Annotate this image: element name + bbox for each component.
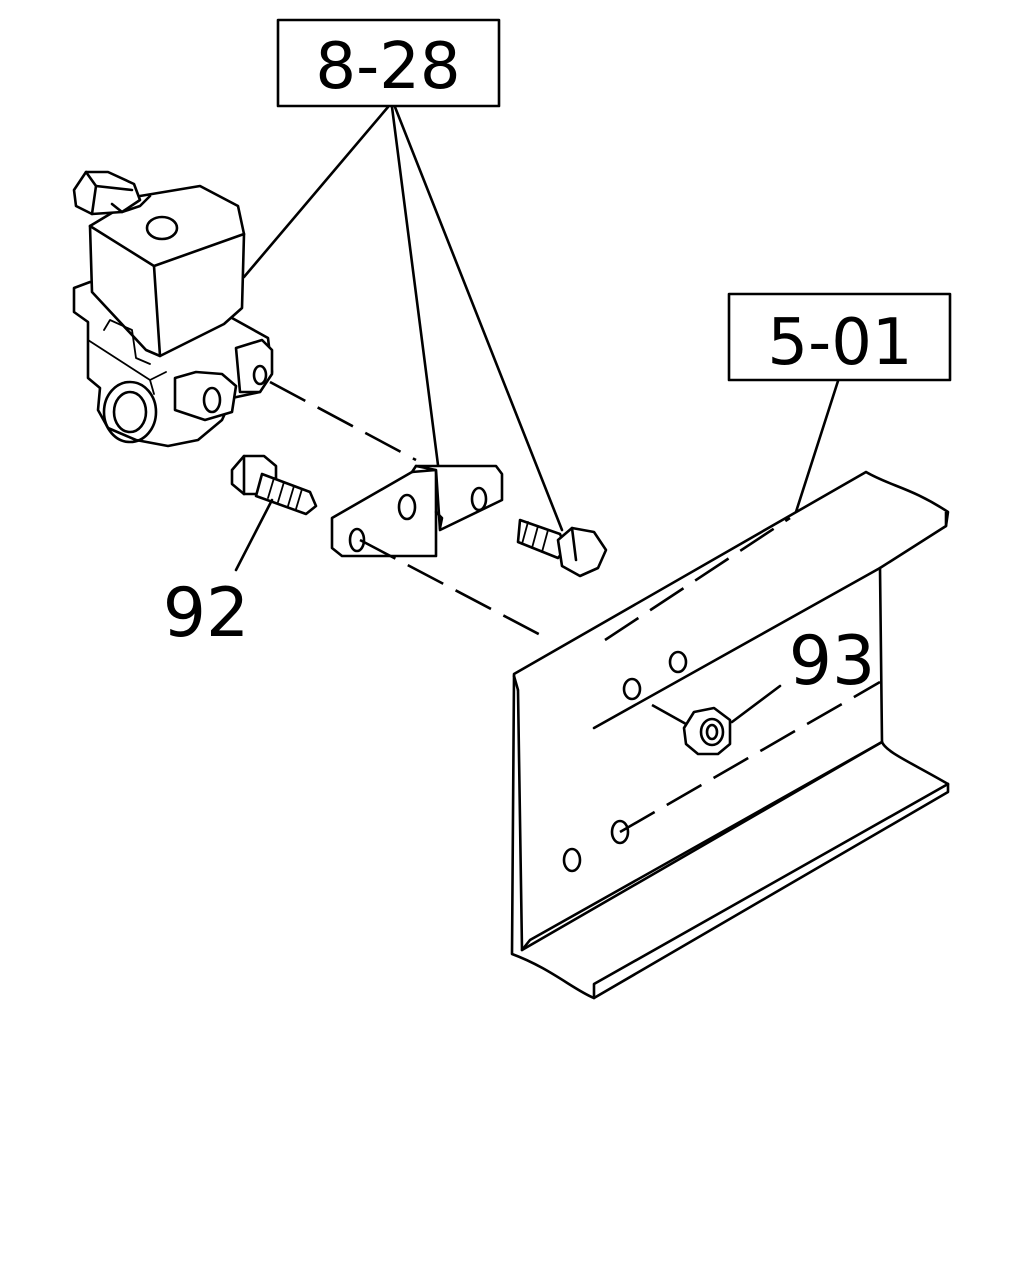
nut-93[interactable] (682, 706, 732, 756)
part-number-93: 93 (789, 622, 876, 701)
alignment-dash-bracket (359, 538, 551, 642)
callout-box-5-01 (727, 292, 952, 382)
bolt-right (516, 518, 608, 578)
leader-line-92 (234, 498, 274, 572)
callout-label-5-01: 5-01 (767, 306, 912, 380)
alignment-dash-valve (269, 380, 417, 462)
callout-label-8-28: 8-28 (315, 30, 460, 104)
callout-5-01[interactable]: 5-01 (727, 292, 952, 382)
solenoid-valve-assembly (72, 170, 274, 448)
leader-lines-8-28 (242, 105, 564, 532)
leader-line-5-01 (793, 379, 840, 517)
leader-line-93 (730, 684, 782, 724)
mounting-bracket (330, 464, 504, 558)
bolt-92[interactable] (230, 454, 318, 516)
part-number-92: 92 (163, 574, 250, 653)
callout-8-28[interactable]: 8-28 (276, 18, 501, 108)
